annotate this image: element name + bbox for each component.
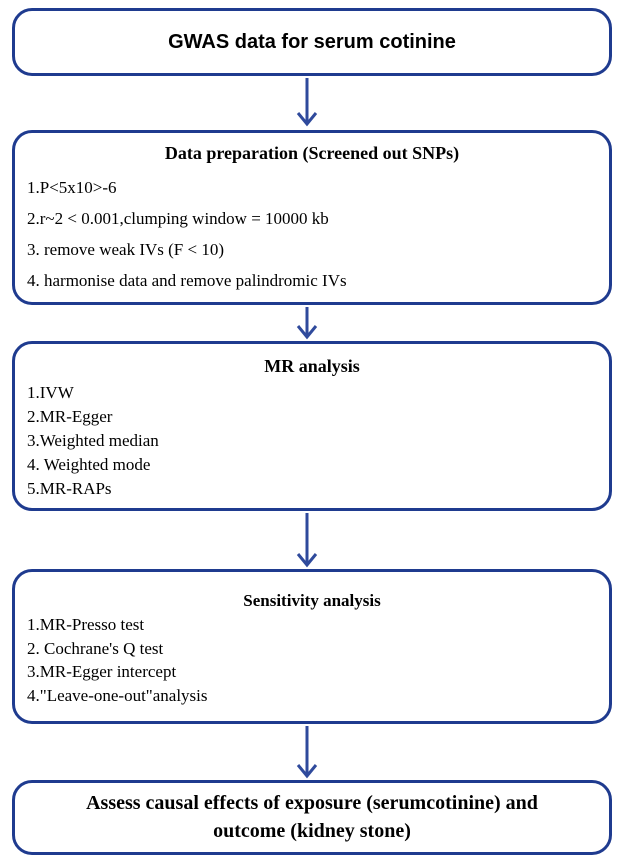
step-data-preparation-title: Data preparation (Screened out SNPs) — [164, 143, 460, 163]
list-item: 2. Cochrane's Q test — [27, 638, 164, 658]
step-mr-analysis-title: MR analysis — [264, 356, 360, 376]
step-mr-analysis-box: MR analysis 1.IVW 2.MR-Egger 3.Weighted … — [12, 341, 612, 511]
assess-title-line-2: outcome (kidney stone) — [213, 820, 411, 842]
list-item: 3.MR-Egger intercept — [27, 662, 177, 681]
arrow-down-icon-3 — [296, 513, 318, 568]
step-gwas-data-box: GWAS data for serum cotinine — [12, 8, 612, 76]
list-item: 3.Weighted median — [27, 431, 159, 450]
assess-title-line-1: Assess causal effects of exposure (serum… — [86, 792, 538, 814]
mr-analysis-list: 1.IVW 2.MR-Egger 3.Weighted median 4. We… — [27, 381, 609, 501]
arrow-down-icon-2 — [296, 307, 318, 340]
list-item: 4. Weighted mode — [27, 455, 151, 474]
list-item: 2.r~2 < 0.001,clumping window = 10000 kb — [27, 209, 329, 228]
data-preparation-list: 1.P<5x10>-6 2.r~2 < 0.001,clumping windo… — [27, 172, 609, 296]
arrow-down-icon-1 — [296, 78, 318, 127]
step-sensitivity-analysis-box: Sensitivity analysis 1.MR-Presso test 2.… — [12, 569, 612, 724]
list-item: 4."Leave-one-out"analysis — [27, 685, 208, 705]
list-item: 2.MR-Egger — [27, 407, 113, 426]
list-item: 1.IVW — [27, 383, 74, 402]
step-gwas-data-title: GWAS data for serum cotinine — [168, 31, 456, 53]
list-item: 4. harmonise data and remove palindromic… — [27, 271, 347, 290]
list-item: 1.MR-Presso test — [27, 615, 145, 634]
step-data-preparation-box: Data preparation (Screened out SNPs) 1.P… — [12, 130, 612, 305]
step-sensitivity-analysis-title: Sensitivity analysis — [243, 591, 381, 610]
list-item: 5.MR-RAPs — [27, 479, 112, 498]
list-item: 3. remove weak IVs (F < 10) — [27, 240, 225, 259]
arrow-down-icon-4 — [296, 726, 318, 779]
step-assess-causal-effects-title: Assess causal effects of exposure (serum… — [15, 789, 609, 845]
step-assess-causal-effects-box: Assess causal effects of exposure (serum… — [12, 780, 612, 855]
sensitivity-analysis-list: 1.MR-Presso test 2. Cochrane's Q test 3.… — [27, 613, 609, 707]
list-item: 1.P<5x10>-6 — [27, 178, 117, 197]
